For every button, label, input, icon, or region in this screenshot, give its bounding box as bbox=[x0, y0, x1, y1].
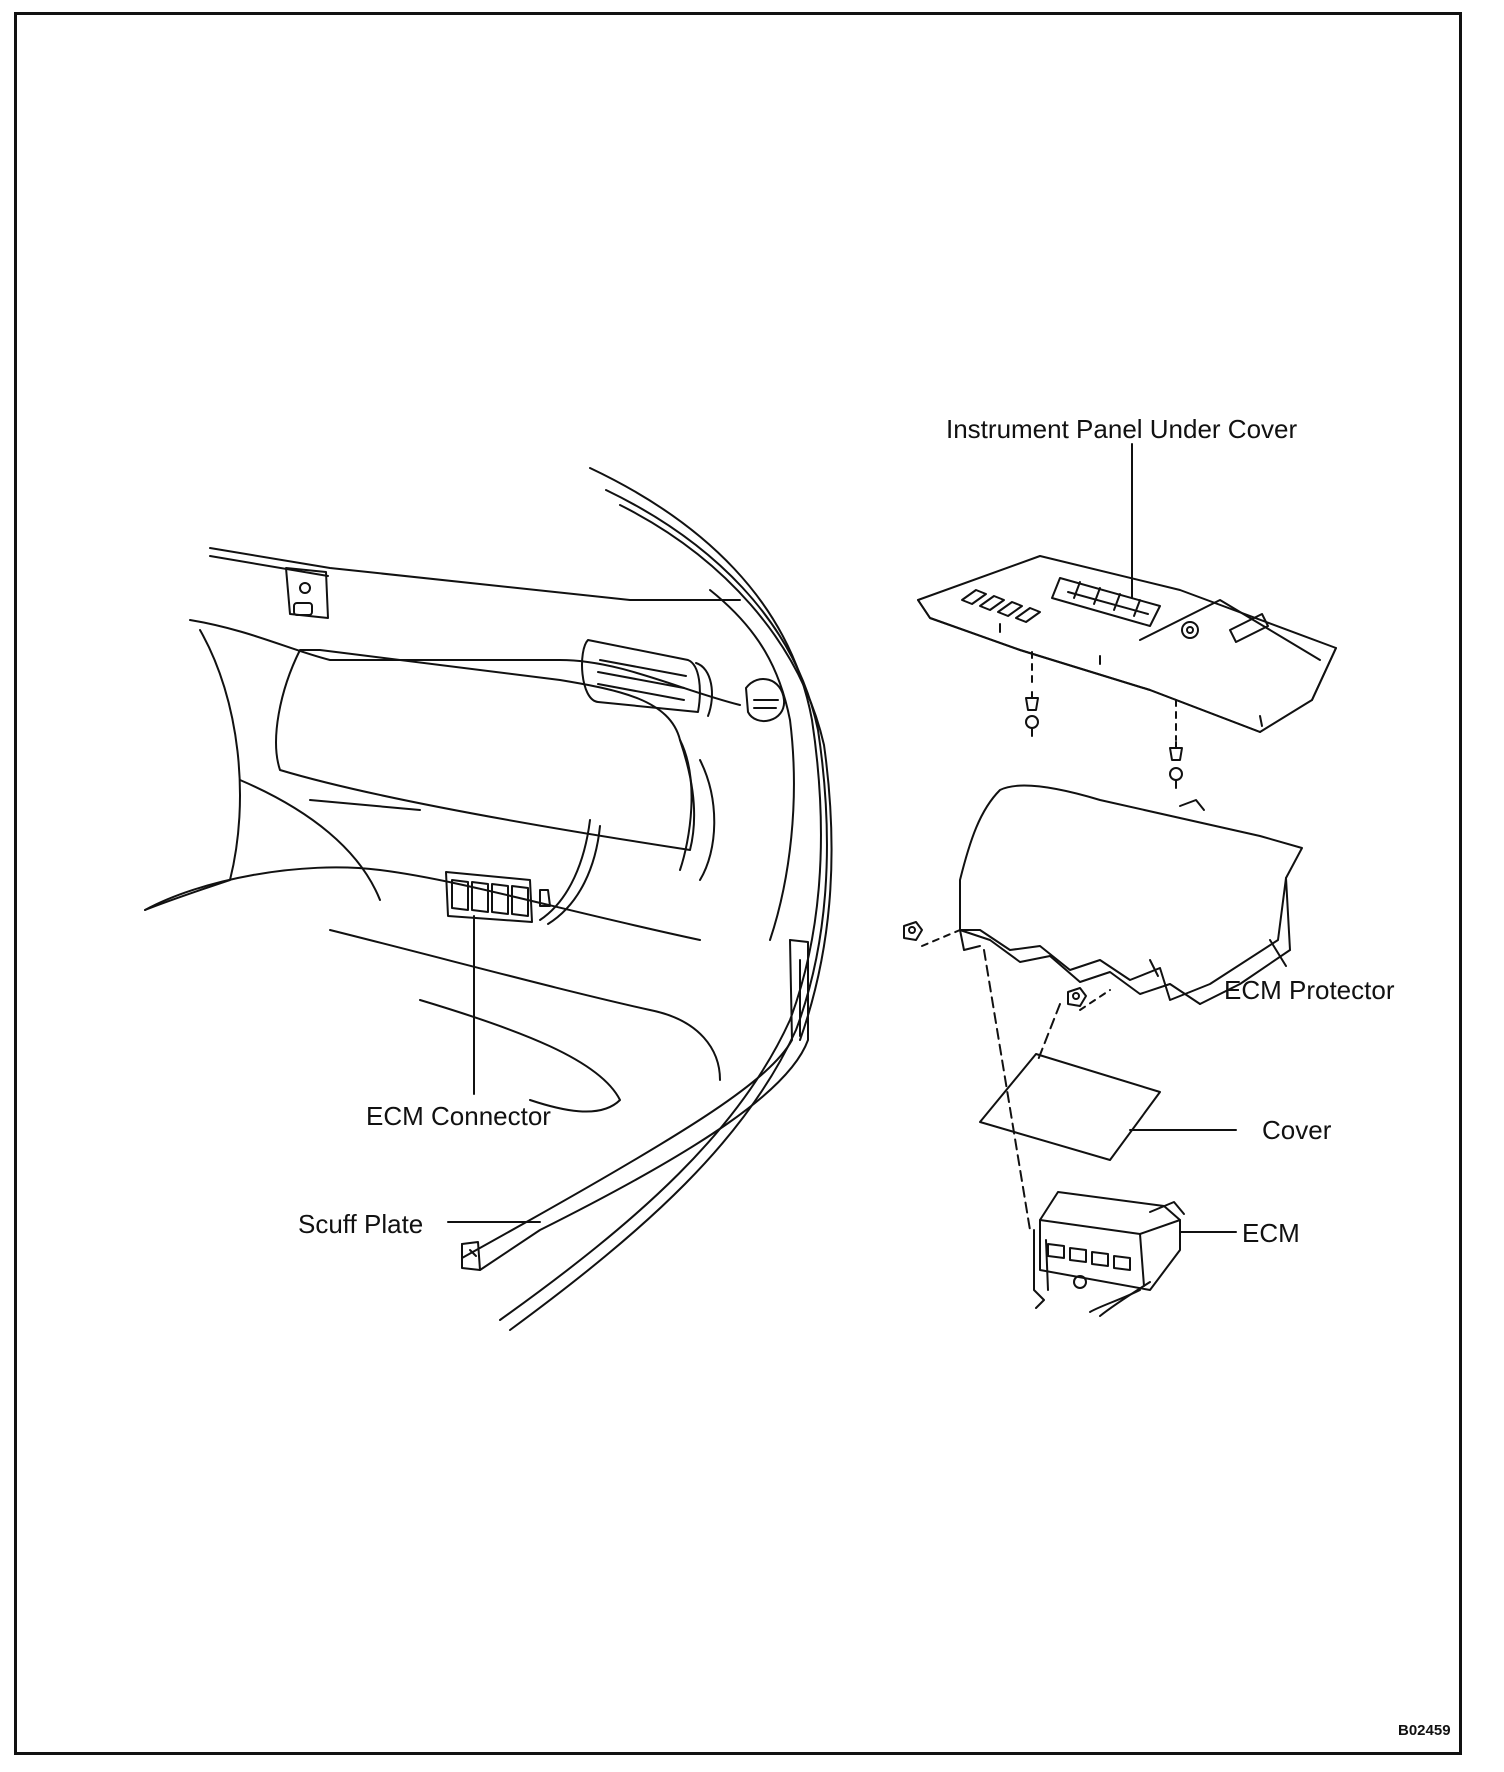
label-cover: Cover bbox=[1262, 1115, 1332, 1145]
ecm-protector-drawing bbox=[903, 784, 1303, 1011]
door-opening-drawing bbox=[499, 467, 833, 1331]
label-ecm-protector: ECM Protector bbox=[1224, 975, 1395, 1005]
label-instrument-panel-under-cover: Instrument Panel Under Cover bbox=[946, 414, 1298, 444]
label-scuff-plate: Scuff Plate bbox=[298, 1209, 424, 1239]
label-ecm-connector: ECM Connector bbox=[366, 1101, 551, 1131]
diagram-frame bbox=[14, 12, 1462, 1755]
label-ecm: ECM bbox=[1242, 1218, 1300, 1248]
dashboard-drawing bbox=[144, 547, 786, 1113]
ecm-drawing bbox=[983, 949, 1237, 1317]
under-cover-drawing bbox=[917, 443, 1337, 789]
figure-code: B02459 bbox=[1398, 1722, 1451, 1739]
cover-drawing bbox=[979, 1053, 1237, 1161]
scuff-plate-drawing bbox=[461, 939, 809, 1271]
leader-lines bbox=[447, 915, 541, 1223]
